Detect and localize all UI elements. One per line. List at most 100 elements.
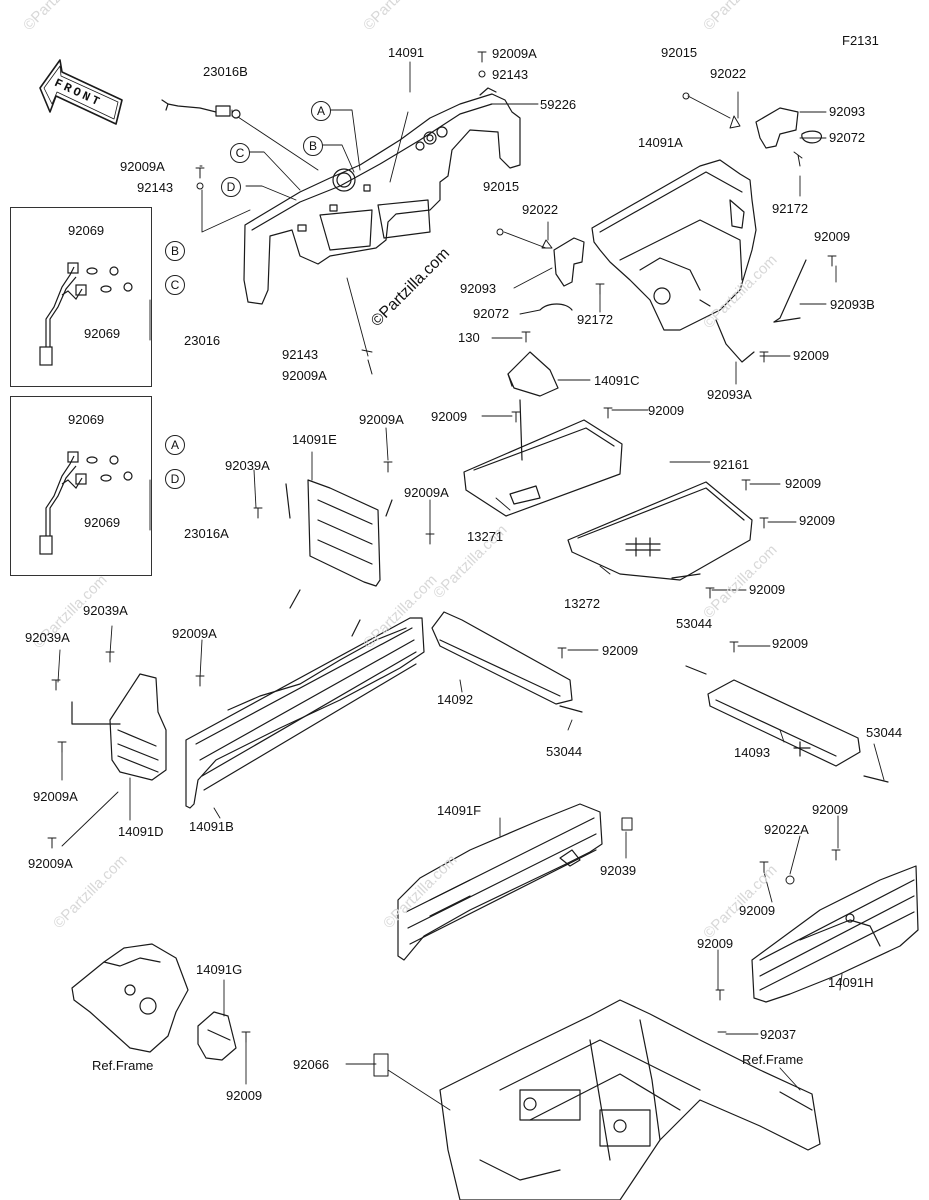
harness-23016a-shape (39, 451, 133, 555)
part-label: 14091A (638, 135, 683, 150)
part-label: 92009A (404, 485, 449, 500)
part-label: 92069 (84, 326, 121, 341)
part-label: 53044 (676, 616, 713, 631)
part-label: 14092 (437, 692, 474, 707)
ref-frame-label: Ref.Frame (92, 1058, 154, 1073)
callout-a: A (311, 101, 331, 121)
part-label: 92022 (522, 202, 559, 217)
panel-14091d-shape (71, 673, 167, 781)
part-label: 59226 (540, 97, 577, 112)
part-label: 92009A (492, 46, 537, 61)
part-label: 14091E (292, 432, 337, 447)
callout-b: B (303, 136, 323, 156)
callout-d-inset: D (165, 469, 185, 489)
part-label: 92009 (799, 513, 836, 528)
panel-14092-shape (431, 611, 583, 713)
callout-a-inset: A (165, 435, 185, 455)
inset-box-23016a (10, 396, 152, 576)
part-label: 14091G (196, 962, 243, 977)
figure-code: F2131 (842, 33, 879, 48)
part-label: 92009A (172, 626, 217, 641)
part-label: 23016 (184, 333, 221, 348)
part-label: 92009 (793, 348, 830, 363)
panel-14091b-shape (185, 589, 425, 809)
part-label: 92009 (226, 1088, 263, 1103)
leader-lines (149, 61, 539, 531)
part-label: 92009 (648, 403, 685, 418)
panel-14093-shape (685, 665, 889, 783)
frame-left-shape (71, 943, 189, 1053)
part-label: 14091F (437, 803, 482, 818)
part-label: 92069 (84, 515, 121, 530)
front-arrow-icon (39, 59, 123, 125)
part-label: 92015 (661, 45, 698, 60)
part-label: 92009 (602, 643, 639, 658)
frame-bottom-shape (439, 999, 821, 1200)
part-label: 53044 (866, 725, 903, 740)
part-label: 92161 (713, 457, 750, 472)
part-label: 92009A (33, 789, 78, 804)
part-label: 92009 (772, 636, 809, 651)
part-label: 14091B (189, 819, 234, 834)
part-label: 92009 (749, 582, 786, 597)
part-label: 14093 (734, 745, 771, 760)
part-label: 92093 (829, 104, 866, 119)
part-label: 92022 (710, 66, 747, 81)
bracket-92093-shape (539, 107, 822, 363)
part-label: 92009A (359, 412, 404, 427)
part-label: 92039A (225, 458, 270, 473)
inset-box-23016 (10, 207, 152, 387)
harness-23016-shape (39, 262, 133, 366)
callout-c: C (230, 143, 250, 163)
dashboard-panel-shape (243, 87, 521, 305)
part-label: 14091H (828, 975, 874, 990)
part-label: 92039A (25, 630, 70, 645)
part-label: 92009 (785, 476, 822, 491)
part-label: 92143 (282, 347, 319, 362)
part-label: 92093 (460, 281, 497, 296)
part-label: 92072 (473, 306, 510, 321)
panel-14091f-shape (397, 803, 603, 961)
bracket-14091c-shape (507, 351, 559, 397)
callout-c-inset: C (165, 275, 185, 295)
part-label: 92009A (28, 856, 73, 871)
part-label: 92039A (83, 603, 128, 618)
callout-d: D (221, 177, 241, 197)
part-label: 92015 (483, 179, 520, 194)
part-label: 130 (458, 330, 480, 345)
panel-13272-shape (567, 481, 753, 581)
part-label: 14091 (388, 45, 425, 60)
panel-13271-shape (463, 399, 623, 517)
part-label: 92172 (577, 312, 614, 327)
part-label: 14091C (594, 373, 640, 388)
part-label: 92143 (137, 180, 174, 195)
part-label: 14091D (118, 824, 164, 839)
leader-lines-2 (57, 91, 885, 1111)
cover-14091a-shape (591, 159, 757, 331)
part-label: 92009 (814, 229, 851, 244)
part-label: 92009 (812, 802, 849, 817)
part-label: 23016B (203, 64, 248, 79)
part-label: 92009 (739, 903, 776, 918)
screw-icons (47, 51, 841, 1077)
part-label: 92093B (830, 297, 875, 312)
part-label: 92093A (707, 387, 752, 402)
part-label: 92009A (282, 368, 327, 383)
part-label: 92037 (760, 1027, 797, 1042)
callout-b-inset: B (165, 241, 185, 261)
ref-frame-label: Ref.Frame (742, 1052, 804, 1067)
panel-14091e-shape (285, 479, 393, 587)
panel-14091h-shape (751, 865, 919, 1003)
part-label: 92009 (431, 409, 468, 424)
part-label: 92066 (293, 1057, 330, 1072)
part-label: 92172 (772, 201, 809, 216)
part-label: 92009A (120, 159, 165, 174)
part-label: 13271 (467, 529, 504, 544)
bracket-14091g-shape (197, 1011, 237, 1061)
part-label: 92009 (697, 936, 734, 951)
harness-23016b-shape (161, 99, 241, 119)
part-label: 92039 (600, 863, 637, 878)
part-label: 92143 (492, 67, 529, 82)
part-label: 92072 (829, 130, 866, 145)
part-label: 92022A (764, 822, 809, 837)
